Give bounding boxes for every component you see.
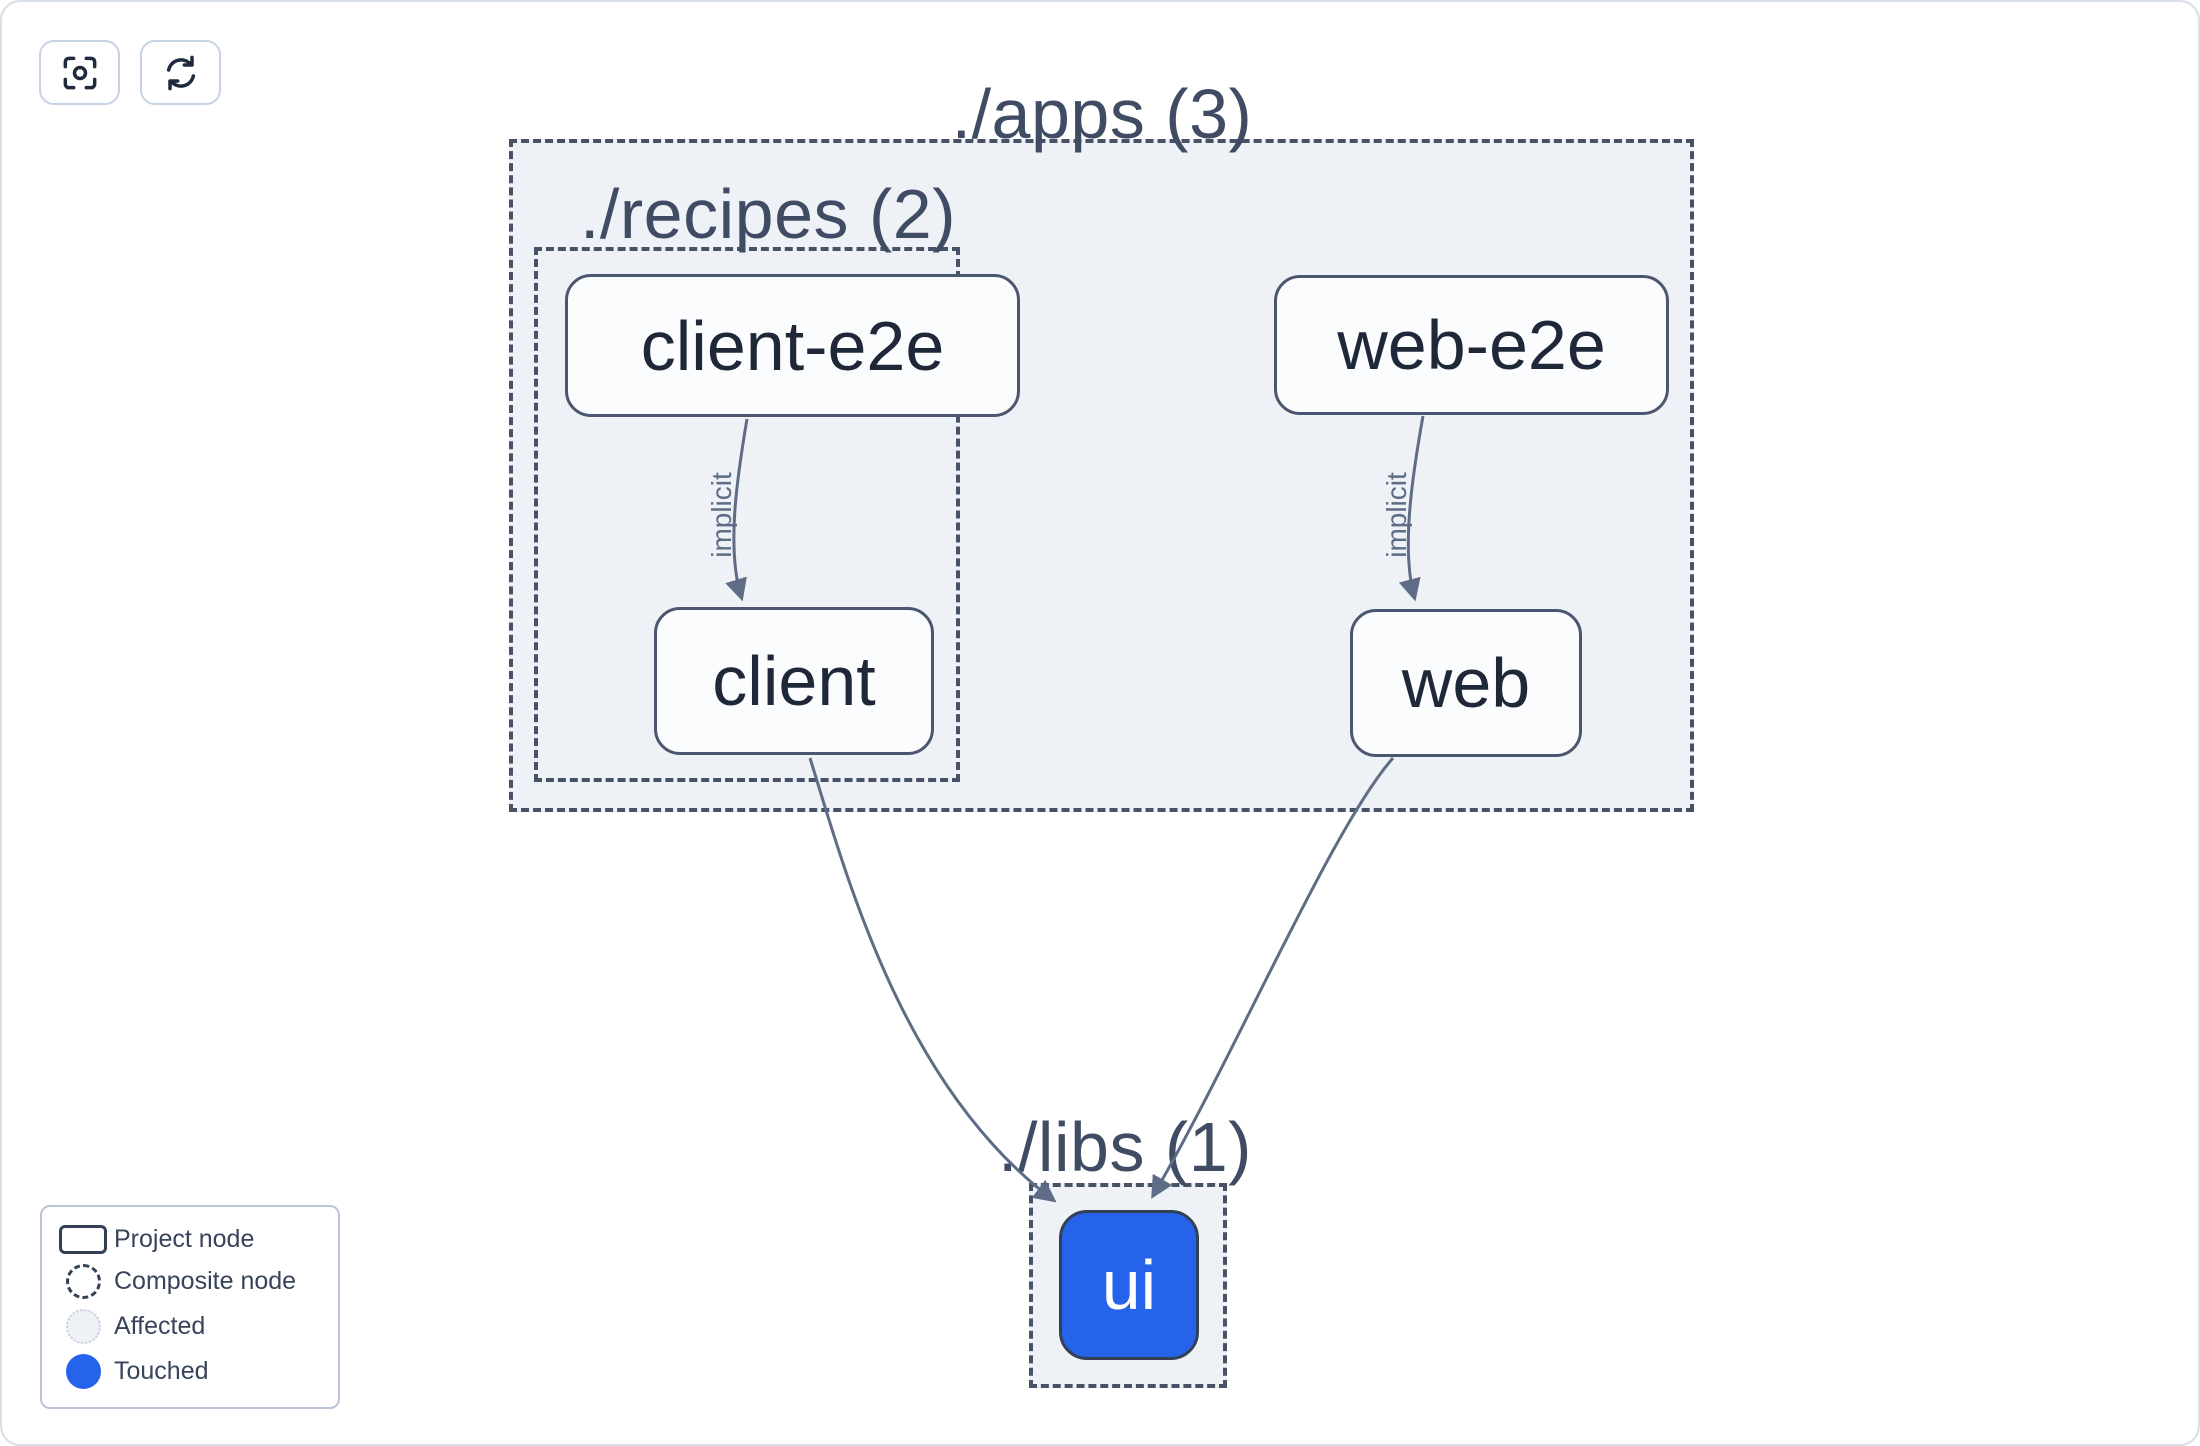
legend-item-project-node: Project node <box>52 1225 328 1254</box>
composite-node-swatch-icon <box>52 1264 114 1299</box>
refresh-icon <box>161 53 201 93</box>
legend-label: Affected <box>114 1312 206 1340</box>
node-web-e2e[interactable]: web-e2e <box>1274 275 1669 415</box>
project-node-swatch-icon <box>52 1225 114 1254</box>
focus-icon <box>60 53 100 93</box>
group-label-apps: ./apps (3) <box>951 75 1253 153</box>
affected-swatch-icon <box>52 1309 114 1344</box>
center-graph-button[interactable] <box>39 40 120 105</box>
edge-label-implicit-web: implicit <box>1381 472 1412 558</box>
group-label-recipes: ./recipes (2) <box>579 175 957 253</box>
refresh-graph-button[interactable] <box>140 40 221 105</box>
group-label-libs: ./libs (1) <box>998 1108 1252 1186</box>
legend-label: Touched <box>114 1357 209 1385</box>
node-web[interactable]: web <box>1350 609 1582 757</box>
legend-item-touched: Touched <box>52 1354 328 1389</box>
legend-label: Project node <box>114 1225 255 1253</box>
legend: Project node Composite node Affected Tou… <box>40 1205 340 1409</box>
node-client-e2e[interactable]: client-e2e <box>565 274 1020 417</box>
node-ui[interactable]: ui <box>1059 1210 1199 1360</box>
edge-label-implicit-client: implicit <box>706 472 737 558</box>
legend-item-composite-node: Composite node <box>52 1264 328 1299</box>
node-client[interactable]: client <box>654 607 934 755</box>
toolbar <box>39 40 221 105</box>
legend-item-affected: Affected <box>52 1309 328 1344</box>
touched-swatch-icon <box>52 1354 114 1389</box>
legend-label: Composite node <box>114 1267 297 1295</box>
